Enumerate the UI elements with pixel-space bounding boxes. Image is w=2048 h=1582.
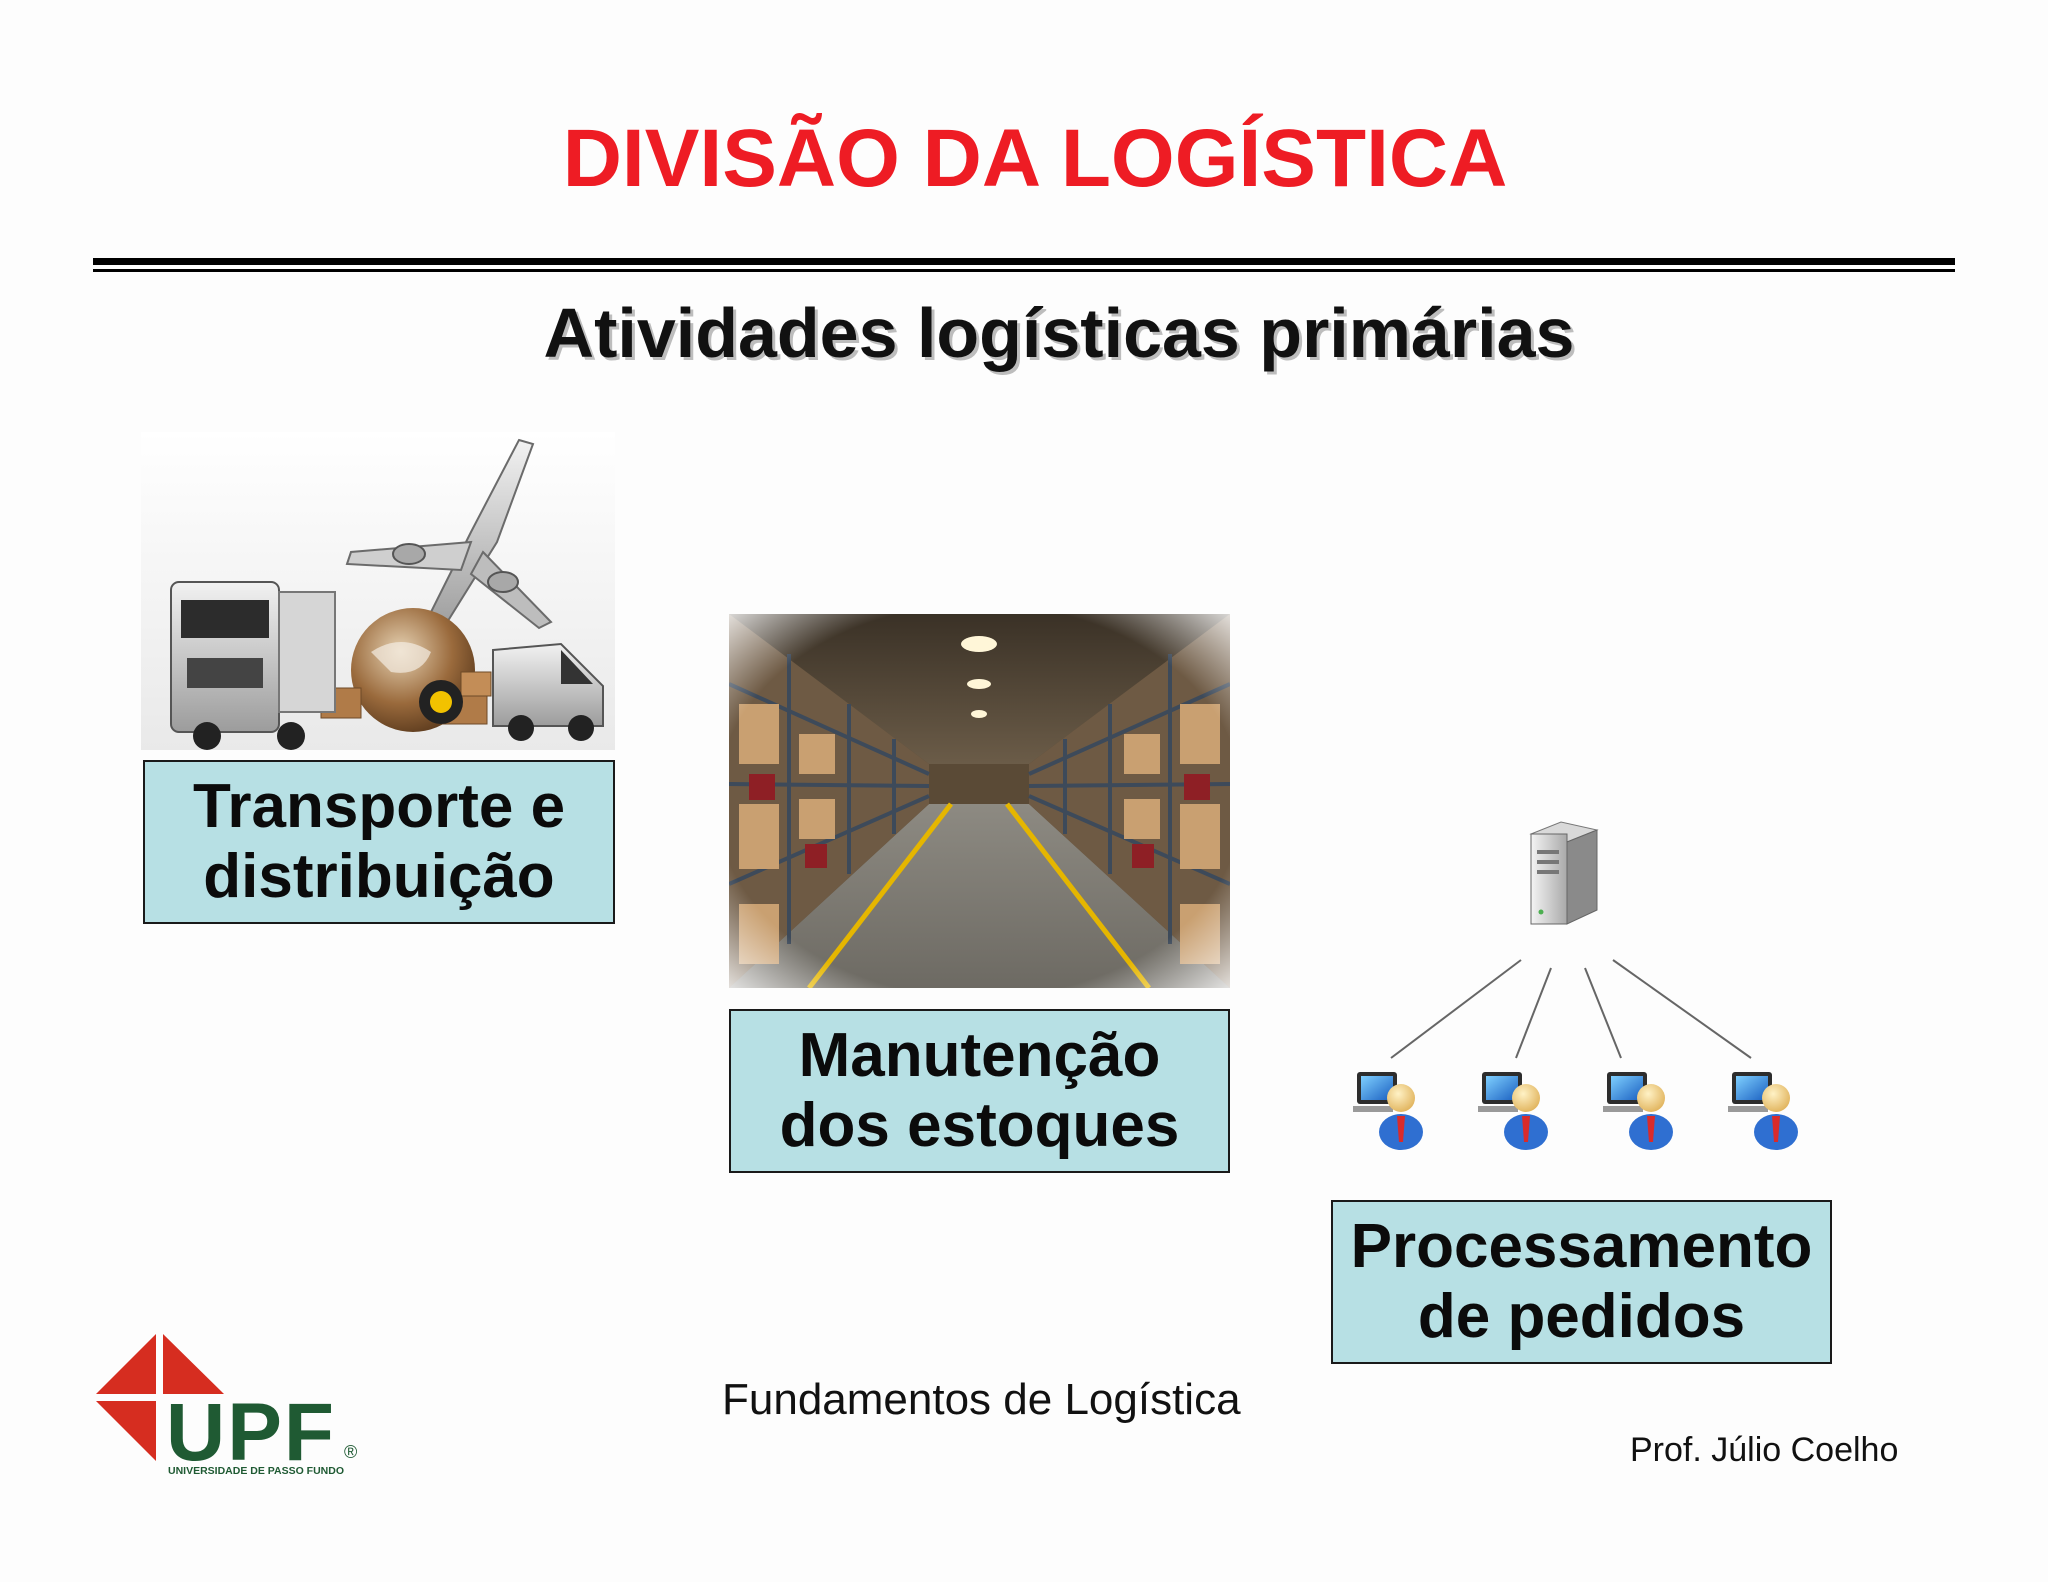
server-network-users-image: [1331, 820, 1841, 1150]
title-divider-thin: [93, 269, 1955, 272]
activity-label-line1: Manutenção: [798, 1020, 1161, 1090]
logo-institution: UNIVERSIDADE DE PASSO FUNDO: [168, 1465, 344, 1477]
activity-box-order-processing: Processamento de pedidos: [1331, 1200, 1832, 1364]
activity-label-line2: de pedidos: [1417, 1282, 1746, 1351]
activity-label-line2: distribuição: [203, 842, 555, 911]
warehouse-shelves-image: [729, 614, 1230, 988]
slide-title: DIVISÃO DA LOGÍSTICA: [562, 113, 1508, 204]
activity-box-inventory: Manutenção dos estoques: [729, 1009, 1230, 1173]
activity-box-transport: Transporte e distribuição: [143, 760, 615, 924]
airplane-truck-globe-image: [141, 432, 615, 750]
title-divider: [93, 258, 1955, 265]
logo-letters: UPF: [166, 1387, 336, 1478]
professor-name: Prof. Júlio Coelho: [1630, 1431, 1899, 1469]
logo-registered-mark: ®: [344, 1442, 357, 1462]
slide-subtitle: Atividades logísticas primárias: [543, 294, 1575, 372]
upf-logo: UPF ® UNIVERSIDADE DE PASSO FUNDO: [96, 1328, 376, 1478]
activity-label-line1: Processamento: [1350, 1211, 1813, 1281]
server-icon: [1529, 821, 1599, 925]
course-name: Fundamentos de Logística: [722, 1375, 1241, 1424]
activity-label-line1: Transporte e: [192, 771, 566, 841]
activity-label-line2: dos estoques: [779, 1091, 1180, 1160]
